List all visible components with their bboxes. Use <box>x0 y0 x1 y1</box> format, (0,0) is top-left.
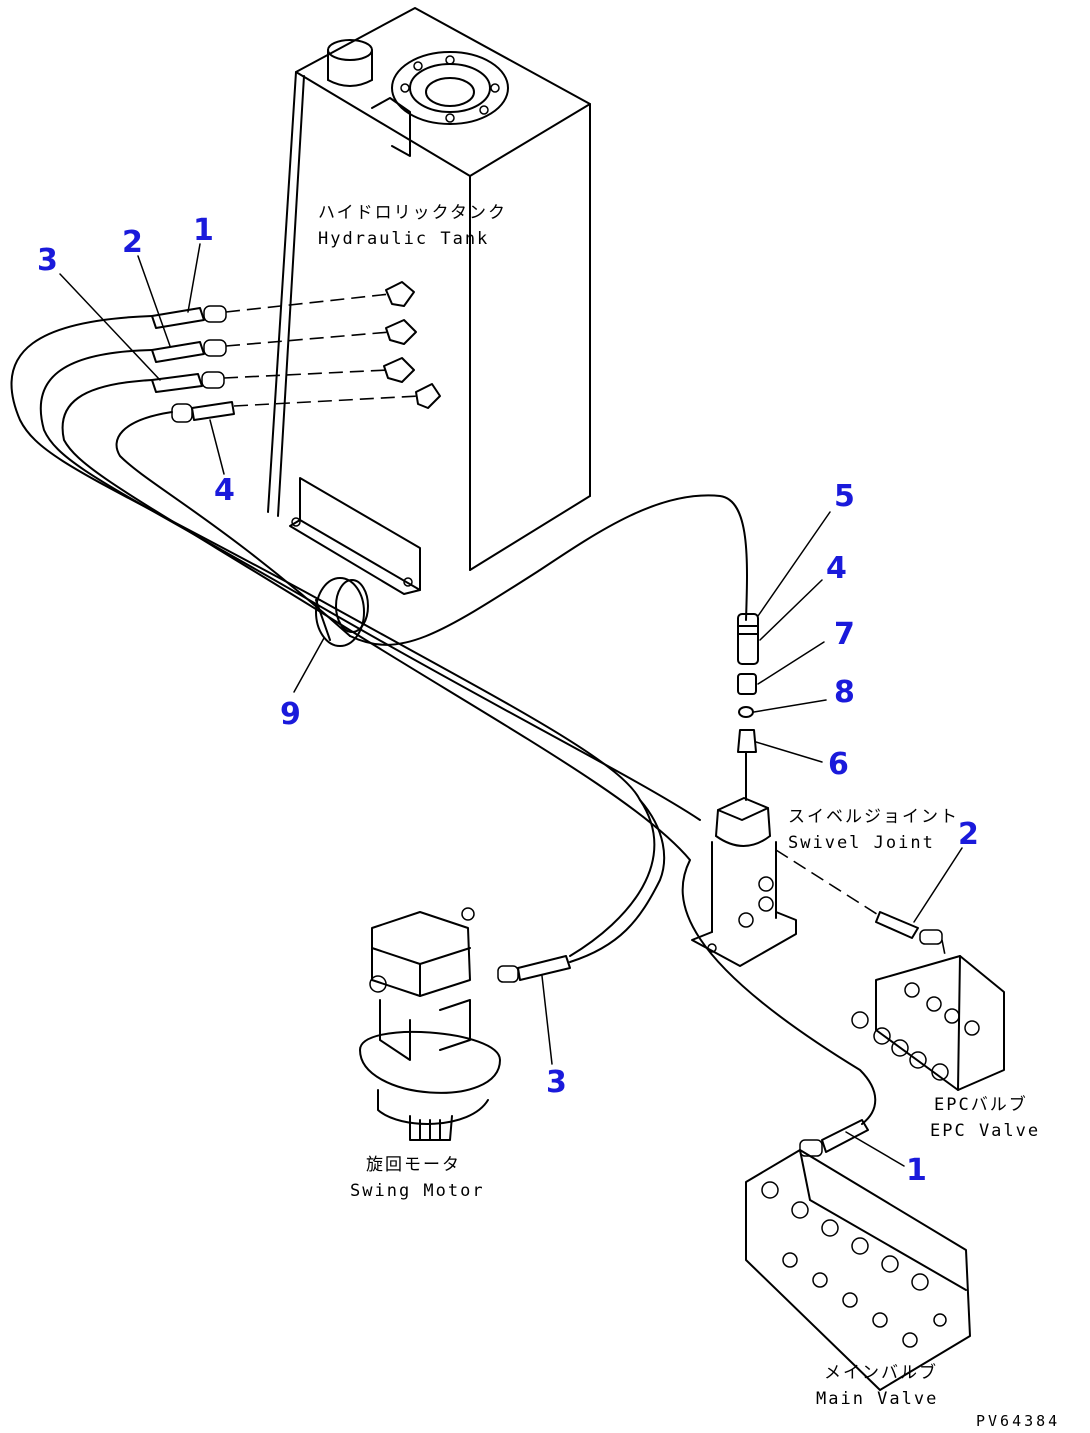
hose-bundle <box>10 315 877 1125</box>
callout-1-main: 1 <box>906 1153 927 1188</box>
epc-valve-label-jp: EPCバルブ <box>934 1094 1028 1115</box>
callout-7-swivel: 7 <box>834 617 855 652</box>
hydraulic-tank-label-jp: ハイドロリックタンク <box>318 203 507 223</box>
clamp-9 <box>315 577 369 647</box>
main-valve-label-en: Main Valve <box>816 1389 938 1409</box>
swing-motor-label-en: Swing Motor <box>350 1181 485 1201</box>
swivel-joint-label-jp: スイベルジョイント <box>788 807 959 827</box>
swivel-joint-label-en: Swivel Joint <box>788 833 935 853</box>
leader-lines <box>59 243 963 1167</box>
callout-4-swivel: 4 <box>826 551 847 586</box>
drawing-code: PV64384 <box>976 1412 1060 1430</box>
callout-3-swing: 3 <box>546 1065 567 1100</box>
callout-8-swivel: 8 <box>834 675 855 710</box>
callout-1-tank: 1 <box>193 213 214 248</box>
callout-6-swivel: 6 <box>828 747 849 782</box>
swing-motor-label-jp: 旋回モータ <box>366 1155 461 1175</box>
epc-valve <box>851 955 1005 1091</box>
callout-4-tank: 4 <box>214 473 235 508</box>
callout-5-swivel: 5 <box>834 479 855 514</box>
callout-2-epc: 2 <box>958 817 979 852</box>
main-valve <box>745 1119 971 1391</box>
callout-9-clamp: 9 <box>280 697 301 732</box>
swing-motor <box>359 799 666 1141</box>
swivel-fittings-stack <box>737 613 759 801</box>
callout-2-tank: 2 <box>122 225 143 260</box>
main-valve-label-jp: メインバルブ <box>824 1362 938 1383</box>
hydraulic-tank <box>267 7 591 595</box>
swivel-joint <box>691 797 797 967</box>
epc-hose-2 <box>775 849 947 961</box>
tank-hose-fittings <box>151 293 421 423</box>
hydraulic-tank-label-en: Hydraulic Tank <box>318 229 489 249</box>
epc-valve-label-en: EPC Valve <box>930 1121 1040 1141</box>
callout-3-tank: 3 <box>37 243 58 278</box>
